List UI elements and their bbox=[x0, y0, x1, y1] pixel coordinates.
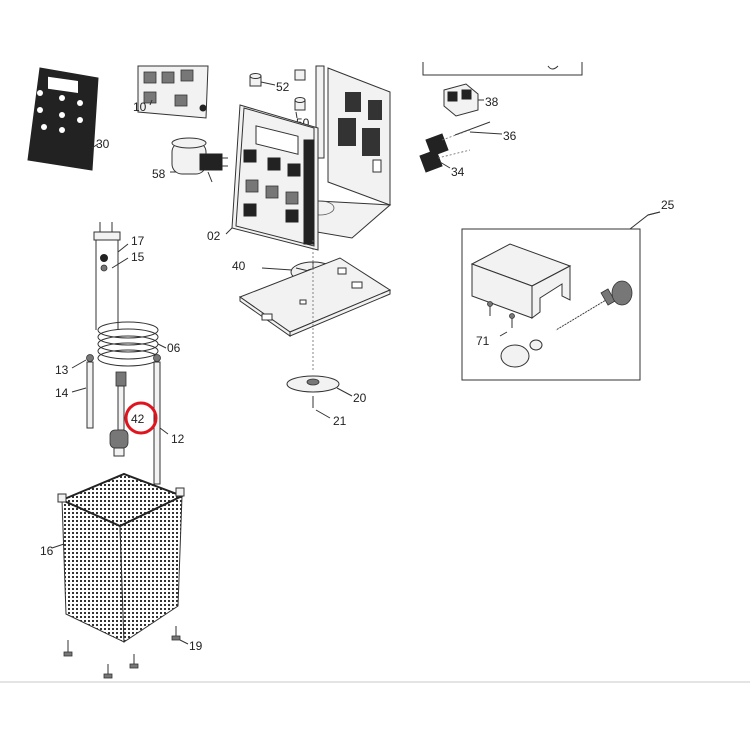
part-21-screw bbox=[312, 396, 331, 419]
frame-fragment bbox=[422, 62, 583, 76]
callout-16: 16 bbox=[40, 544, 54, 558]
callout-38: 38 bbox=[485, 95, 499, 109]
callout-25: 25 bbox=[661, 198, 675, 212]
frame-fragment-mark bbox=[547, 65, 559, 70]
callout-42: 42 bbox=[131, 412, 145, 426]
callout-02: 02 bbox=[207, 229, 221, 243]
callout-71: 71 bbox=[476, 334, 490, 348]
callout-12: 12 bbox=[171, 432, 185, 446]
callout-36: 36 bbox=[503, 129, 517, 143]
part-20-disc bbox=[286, 375, 353, 397]
callout-20: 20 bbox=[353, 391, 367, 405]
part-34-fuse-holder bbox=[419, 129, 471, 173]
callout-30: 30 bbox=[96, 137, 110, 151]
part-52-fitting bbox=[249, 73, 276, 87]
part-58-capacitor bbox=[170, 137, 228, 183]
part-36-fuse bbox=[454, 121, 503, 136]
highlight-circle bbox=[124, 401, 158, 435]
callout-58: 58 bbox=[152, 167, 166, 181]
part-16-basket bbox=[51, 472, 185, 643]
part-42-float-sensor bbox=[109, 371, 129, 457]
callout-19: 19 bbox=[189, 639, 203, 653]
part-38-switch bbox=[443, 83, 484, 117]
part-14-rod bbox=[71, 361, 94, 429]
callout-10: 10 bbox=[133, 100, 147, 114]
part-13-nut bbox=[71, 354, 94, 369]
callout-13: 13 bbox=[55, 363, 69, 377]
callout-52: 52 bbox=[276, 80, 290, 94]
callout-17: 17 bbox=[131, 234, 145, 248]
part-50-fitting bbox=[294, 69, 306, 119]
part-19-screws bbox=[63, 626, 189, 679]
callout-34: 34 bbox=[451, 165, 465, 179]
part-30-panel bbox=[27, 67, 99, 171]
callout-40: 40 bbox=[232, 259, 246, 273]
callout-21: 21 bbox=[333, 414, 347, 428]
base-plate bbox=[238, 240, 392, 372]
callout-14: 14 bbox=[55, 386, 69, 400]
part-02-housing bbox=[225, 65, 392, 251]
callout-15: 15 bbox=[131, 250, 145, 264]
part-06-heating-coil bbox=[93, 222, 167, 367]
part-25-kit-box bbox=[461, 211, 661, 381]
callout-06: 06 bbox=[167, 341, 181, 355]
part-10-keypad-board bbox=[137, 65, 209, 119]
